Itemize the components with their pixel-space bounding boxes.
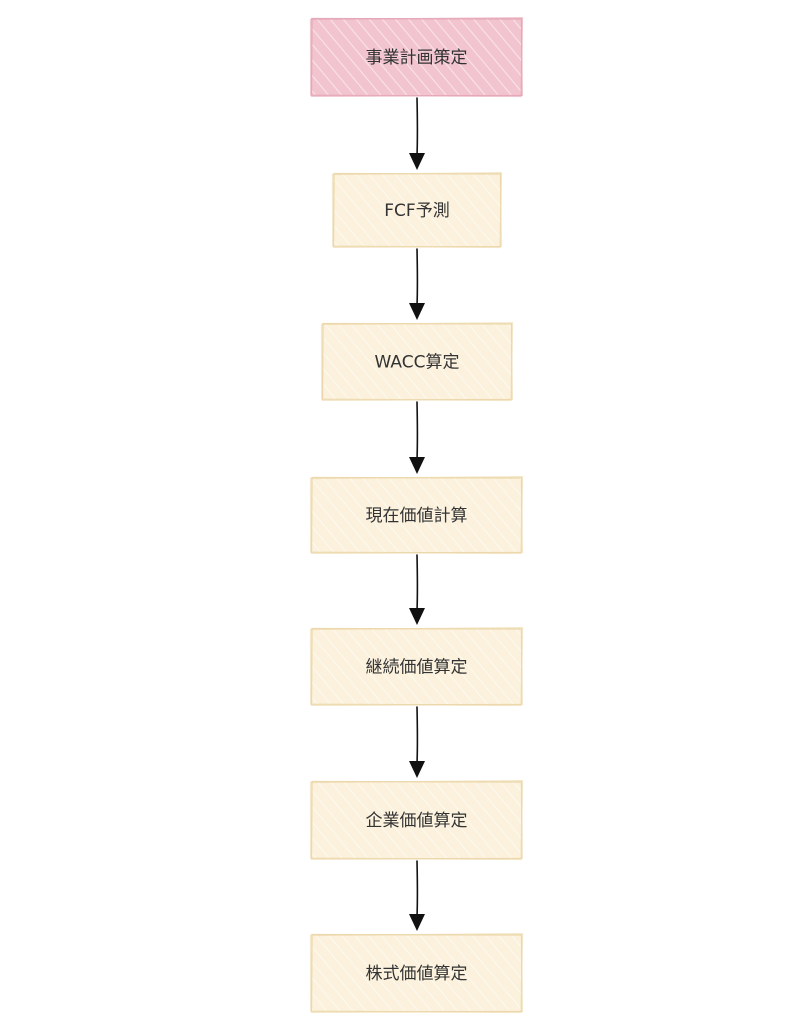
node-label: WACC算定 <box>375 353 460 373</box>
arrow-fcf-forecast-to-wacc-calculation <box>409 248 425 320</box>
node-business-plan: 事業計画策定 <box>309 17 524 98</box>
arrow-head <box>409 914 425 931</box>
node-fill <box>311 934 522 1012</box>
arrow-head <box>409 457 425 474</box>
arrow-wacc-calculation-to-present-value-calculation <box>409 401 425 474</box>
edges-layer <box>409 97 425 931</box>
node-outline-sketch <box>309 17 524 98</box>
node-outline-sketch <box>331 172 503 249</box>
arrow-present-value-calculation-to-terminal-value-calculation <box>409 554 425 625</box>
node-terminal-value-calculation: 継続価値算定 <box>309 627 524 707</box>
arrow-enterprise-value-calculation-to-equity-value-calculation <box>409 860 425 931</box>
node-label: 株式価値算定 <box>366 964 468 984</box>
node-fcf-forecast: FCF予測 <box>331 172 503 249</box>
arrow-head <box>409 761 425 778</box>
node-fill <box>322 323 512 400</box>
arrow-head <box>409 608 425 625</box>
node-wacc-calculation: WACC算定 <box>320 322 514 402</box>
node-label: FCF予測 <box>384 201 449 221</box>
node-fill <box>311 18 522 96</box>
nodes-layer: 事業計画策定 FCF予測 WACC算定現在価値計算継続価値算定企業価値算定株式価値算… <box>309 17 524 1014</box>
arrow-head <box>409 153 425 170</box>
node-label: 継続価値算定 <box>366 658 468 678</box>
node-enterprise-value-calculation: 企業価値算定 <box>309 780 524 861</box>
node-outline-sketch <box>309 780 524 861</box>
node-fill <box>311 781 522 859</box>
arrow-head <box>409 303 425 320</box>
arrow-terminal-value-calculation-to-enterprise-value-calculation <box>409 706 425 778</box>
node-label: 現在価値計算 <box>366 506 468 526</box>
node-outline-sketch <box>309 627 524 707</box>
arrow-business-plan-to-fcf-forecast <box>409 97 425 170</box>
node-outline-sketch <box>309 476 524 555</box>
node-label: 企業価値算定 <box>366 811 468 831</box>
node-outline-sketch <box>309 933 524 1014</box>
node-label: 事業計画策定 <box>366 48 468 68</box>
node-present-value-calculation: 現在価値計算 <box>309 476 524 555</box>
node-equity-value-calculation: 株式価値算定 <box>309 933 524 1014</box>
node-outline-sketch <box>320 322 514 402</box>
node-fill <box>311 477 522 553</box>
node-fill <box>311 628 522 705</box>
node-fill <box>333 173 501 247</box>
